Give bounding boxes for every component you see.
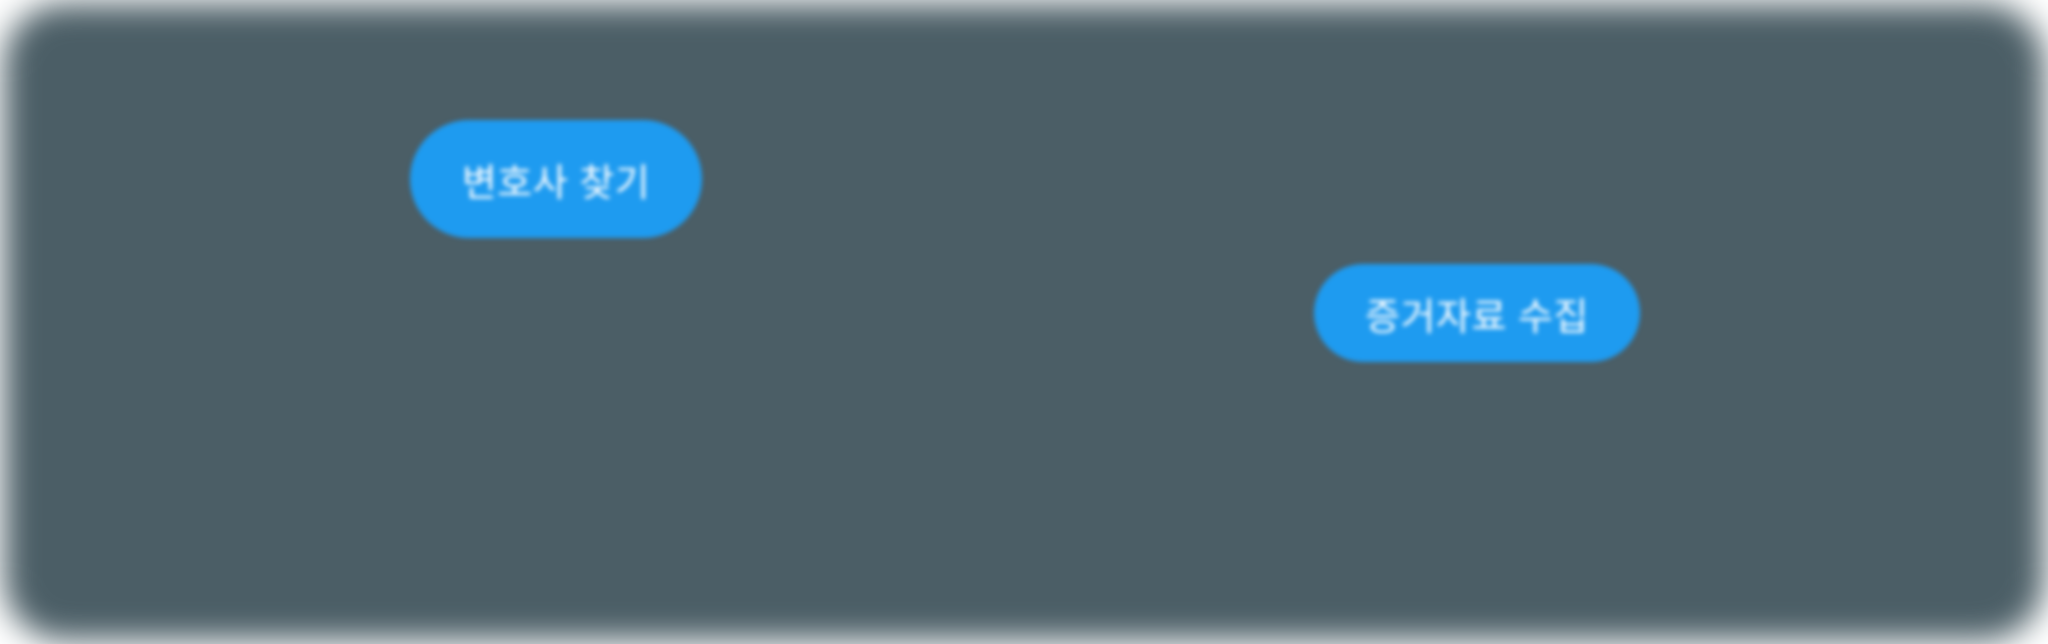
blurred-background-panel	[4, 4, 2044, 640]
quick-reply-button-collect-evidence[interactable]: 증거자료 수집	[1314, 264, 1640, 362]
quick-reply-button-find-lawyer[interactable]: 변호사 찾기	[410, 120, 702, 238]
quick-reply-label: 증거자료 수집	[1365, 296, 1589, 339]
quick-reply-label: 변호사 찾기	[461, 162, 651, 205]
